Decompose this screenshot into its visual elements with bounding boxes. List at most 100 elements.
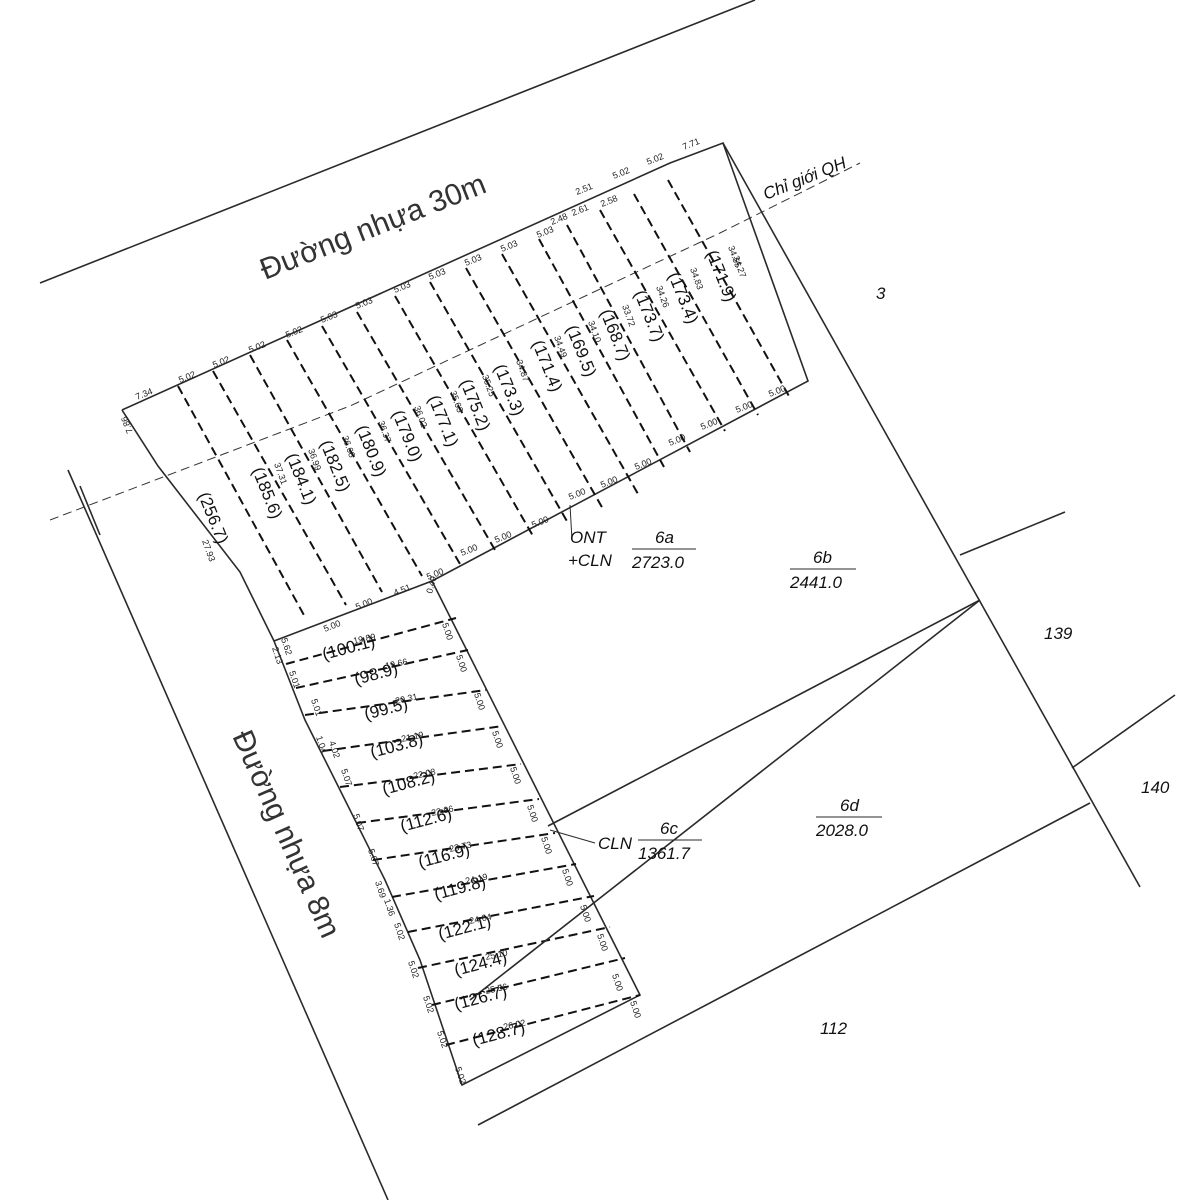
side-lot-width: 24.64 — [468, 911, 492, 925]
parcel-6b-area: 2441.0 — [789, 573, 843, 592]
top-front-width: 5.02 — [284, 324, 304, 340]
top-front-width: 2.48 — [549, 211, 569, 227]
top-back-width: 5.00 — [530, 514, 550, 530]
side-lot-width: 23.73 — [448, 839, 472, 853]
side-lot-width: 20.31 — [394, 691, 418, 705]
top-back-width: 5.00 — [354, 596, 374, 612]
top-front-width: 7.71 — [681, 136, 701, 152]
top-back-width: 5.00 — [322, 618, 342, 634]
top-lot-area: (256.7) — [194, 489, 232, 546]
side-back-width: 5.00 — [525, 804, 540, 824]
top-lot-depth: 33.72 — [620, 303, 637, 328]
top-lot-dividers — [177, 179, 791, 618]
top-back-width: 5.00 — [459, 542, 479, 558]
side-back-width: 5.00 — [595, 933, 610, 953]
side-front-width: 5.07 — [366, 848, 381, 868]
top-front-width: 5.02 — [211, 354, 231, 370]
road-30m-edge — [39, 0, 756, 284]
side-lot-width: 21.19 — [400, 729, 424, 743]
side-lot-labels: (100.1)19.89(98.9)19.66(99.5)20.31(103.8… — [320, 631, 527, 1049]
parcel-6c-name: 6c — [660, 819, 678, 838]
top-back-width: 5.00 — [767, 383, 787, 399]
top-back-width: 5.00 — [734, 399, 754, 415]
side-back-width: 5.00 — [472, 692, 487, 712]
side-lot-width: 19.66 — [384, 656, 408, 670]
side-front-width: 5.02 — [406, 960, 421, 980]
top-front-width: 5.03 — [392, 279, 412, 295]
top-front-width: 5.02 — [177, 369, 197, 385]
side-lot-dividers — [285, 617, 641, 1046]
parcel-6a-use2: +CLN — [568, 551, 613, 570]
parcel-6a-name: 6a — [655, 528, 674, 547]
neighbor-139: 139 — [1044, 624, 1073, 643]
side-back-width: 5.00 — [610, 973, 625, 993]
parcel-6c-area: 1361.7 — [638, 844, 691, 863]
road-30m-label: Đường nhựa 30m — [255, 167, 490, 286]
top-lot-depth: 34.83 — [688, 266, 705, 291]
top-front-width: 2.61 — [570, 202, 590, 218]
top-lot-depth: 34.26 — [654, 284, 671, 309]
top-front-width: 5.02 — [645, 151, 665, 167]
side-lot-width: 25.56 — [484, 981, 508, 995]
road-8m-edge-outer — [67, 469, 389, 1200]
road-8m-edge-inner — [79, 485, 101, 536]
parcel-6a-use: ONT — [570, 528, 608, 547]
side-back-width: 5.00 — [560, 868, 575, 888]
neighbor-140: 140 — [1141, 778, 1170, 797]
top-back-width: 0.49 — [424, 575, 438, 595]
top-front-width: 5.02 — [247, 339, 267, 355]
side-back-width: 5.00 — [628, 1000, 643, 1020]
parcel-6d-area: 2028.0 — [815, 821, 869, 840]
side-lot-width: 22.96 — [430, 803, 454, 817]
leader-6a — [569, 504, 573, 541]
top-front-width: 5.02 — [611, 165, 631, 181]
side-front-width: 5.02 — [453, 1066, 468, 1086]
road-8m-label: Đường nhựa 8m — [226, 725, 347, 942]
side-front-width: 5.02 — [421, 995, 436, 1015]
planning-line — [49, 162, 861, 521]
neighbor-boundaries — [469, 142, 1176, 1126]
side-back-width: 5.00 — [508, 766, 523, 786]
side-lot-width: 19.89 — [352, 631, 376, 645]
side-lot-width: 24.19 — [464, 871, 488, 885]
side-front-width: 5.01 — [287, 670, 302, 690]
top-front-width: 5.03 — [499, 238, 519, 254]
top-lot-depth: 36.37 — [376, 419, 393, 444]
leader-6c — [549, 829, 596, 844]
parcel-6b-name: 6b — [813, 548, 832, 567]
top-back-width: 5.00 — [667, 432, 687, 448]
neighbor-3: 3 — [876, 284, 886, 303]
neighbor-112: 112 — [820, 1019, 848, 1038]
top-front-width: 2.51 — [574, 181, 594, 197]
side-back-width: 5.00 — [440, 622, 455, 642]
side-lot-width: 25.10 — [484, 947, 508, 961]
top-lot-depth: 36.68 — [340, 434, 357, 459]
top-front-width: 5.03 — [427, 266, 447, 282]
top-front-width: 5.03 — [354, 295, 374, 311]
side-front-width: 5.07 — [339, 768, 354, 788]
side-front-width: 1.04 — [314, 735, 329, 755]
side-front-width: 4.02 — [327, 740, 342, 760]
top-lot-depth: 34.87 — [514, 358, 531, 383]
top-back-width: 4.51 — [392, 582, 412, 598]
side-front-width: 5.07 — [351, 813, 366, 833]
side-front-width: 5.02 — [435, 1030, 450, 1050]
parcel-6a-area: 2723.0 — [631, 553, 685, 572]
parcel-6d-name: 6d — [840, 796, 859, 815]
side-back-width: 5.00 — [454, 654, 469, 674]
parcel-6c-use: CLN — [598, 834, 633, 853]
side-strip-outline — [273, 580, 642, 1087]
top-front-width: 2.58 — [599, 193, 619, 209]
planning-line-label: Chỉ giới QH — [760, 153, 849, 204]
side-lot-width: 22.08 — [412, 766, 436, 780]
side-back-width: 5.00 — [539, 836, 554, 856]
parcel-6a-top-outline — [121, 141, 809, 643]
side-lot-width: 26.02 — [502, 1017, 526, 1031]
top-lot-depth: 36.02 — [412, 404, 429, 429]
top-front-width: 5.03 — [319, 309, 339, 325]
side-back-width: 5.00 — [578, 904, 593, 924]
side-back-width: 5.00 — [490, 730, 505, 750]
top-lot-labels: (256.7)27.93(185.6)37.31(184.1)36.99(182… — [194, 244, 743, 563]
